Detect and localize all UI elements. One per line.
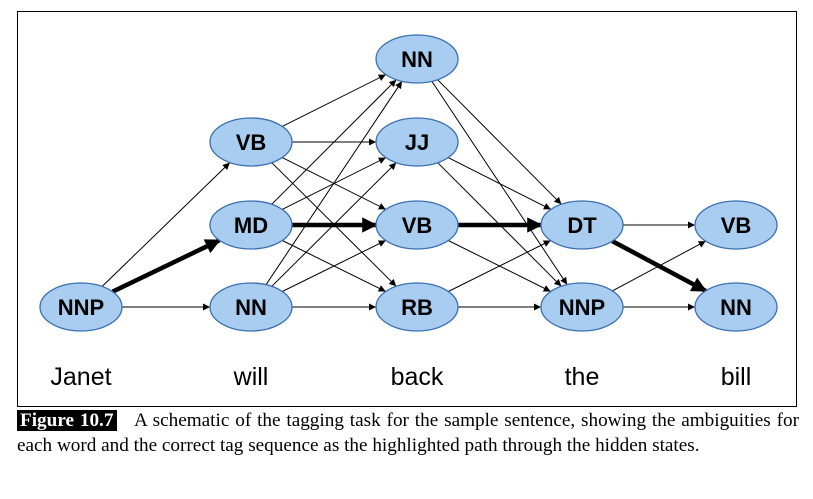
- edge-n_janet_nnp-to-n_will_vb: [101, 162, 231, 287]
- edge-n_will_nn-to-n_back_nn: [265, 81, 403, 285]
- state-node-label: VB: [236, 130, 267, 155]
- state-node-label: NN: [720, 295, 752, 320]
- state-node-ellipse: [694, 200, 778, 250]
- state-node-ellipse: [540, 282, 624, 332]
- state-node-ellipse: [694, 282, 778, 332]
- state-node-ellipse: [540, 200, 624, 250]
- state-node-ellipse: [209, 282, 293, 332]
- state-node-label: VB: [402, 213, 433, 238]
- tag-lattice-diagram: NNP VB MD NN NN JJ VB RB DT NNP VB NN Janet will back…: [39, 34, 778, 391]
- word-label-bill: bill: [721, 363, 752, 391]
- state-node-label: NNP: [58, 295, 104, 320]
- state-node-label: MD: [234, 213, 268, 238]
- edge-n_back_rb-to-n_the_dt: [448, 240, 551, 292]
- figure-frame: NNP VB MD NN NN JJ VB RB DT NNP VB NN Janet will back…: [17, 11, 797, 407]
- state-node-label: JJ: [405, 130, 429, 155]
- highlighted-edge-n_janet_nnp-to-n_will_md: [111, 238, 221, 294]
- figure-caption: Figure 10.7 A schematic of the tagging t…: [17, 409, 799, 458]
- edge-n_will_vb-to-n_back_nn: [281, 74, 387, 127]
- state-node-n_back_jj: JJ: [375, 117, 459, 167]
- state-node-n_janet_nnp: NNP: [39, 282, 123, 332]
- state-node-ellipse: [375, 200, 459, 250]
- state-node-n_the_dt: DT: [540, 200, 624, 250]
- edge-n_the_nnp-to-n_bill_vb: [612, 240, 706, 292]
- caption-figure-label: Figure 10.7: [17, 410, 118, 431]
- state-node-ellipse: [209, 117, 293, 167]
- edge-n_will_nn-to-n_back_vb: [282, 240, 386, 292]
- word-label-the: the: [565, 363, 600, 391]
- word-label-will: will: [233, 363, 269, 391]
- state-node-label: NNP: [559, 295, 605, 320]
- caption-text: A schematic of the tagging task for the …: [17, 410, 799, 456]
- state-node-n_back_nn: NN: [375, 34, 459, 84]
- edge-n_back_jj-to-n_the_dt: [447, 157, 552, 210]
- state-node-label: NN: [401, 47, 433, 72]
- state-node-n_back_rb: RB: [375, 282, 459, 332]
- word-label-back: back: [391, 363, 444, 391]
- state-node-n_bill_vb: VB: [694, 200, 778, 250]
- word-label-janet: Janet: [50, 363, 111, 391]
- state-node-n_the_nnp: NNP: [540, 282, 624, 332]
- state-node-n_bill_nn: NN: [694, 282, 778, 332]
- state-node-ellipse: [375, 34, 459, 84]
- state-node-n_back_vb: VB: [375, 200, 459, 250]
- state-node-n_will_vb: VB: [209, 117, 293, 167]
- state-node-ellipse: [39, 282, 123, 332]
- state-node-label: VB: [721, 213, 752, 238]
- state-node-n_will_md: MD: [209, 200, 293, 250]
- state-node-label: DT: [567, 213, 597, 238]
- state-node-n_will_nn: NN: [209, 282, 293, 332]
- edge-n_will_nn-to-n_back_jj: [271, 162, 397, 287]
- edge-n_back_nn-to-n_the_dt: [437, 79, 562, 205]
- state-node-label: RB: [401, 295, 433, 320]
- state-node-ellipse: [375, 117, 459, 167]
- edge-n_will_md-to-n_back_nn: [271, 79, 397, 205]
- state-node-ellipse: [209, 200, 293, 250]
- state-node-label: NN: [235, 295, 267, 320]
- state-node-ellipse: [375, 282, 459, 332]
